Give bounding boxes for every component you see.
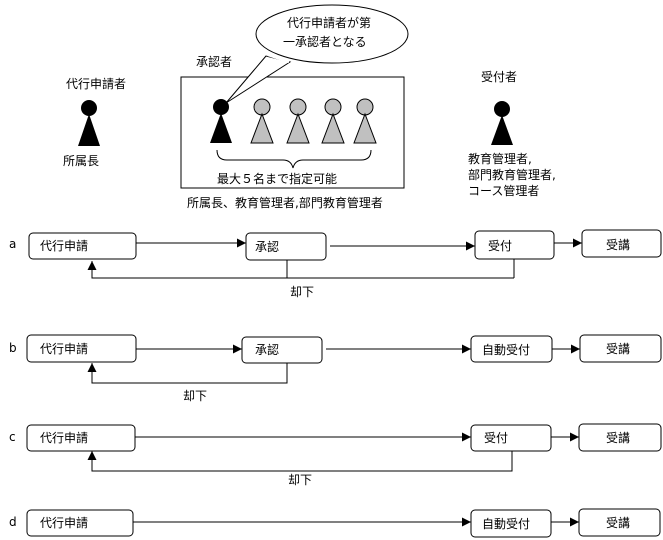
- flow-c: c 代行申請 受付 受講 却下: [9, 423, 662, 487]
- accept-box: [474, 230, 555, 260]
- approve-label: 承認: [255, 342, 279, 357]
- approver-person-icon-1: [210, 99, 232, 143]
- approver-roles: 所属長、教育管理者,部門教育管理者: [187, 195, 383, 210]
- approver-person-icon-5: [353, 98, 377, 144]
- attend-label: 受講: [606, 430, 630, 445]
- approve-box: [241, 336, 323, 364]
- approver-person-icon-4: [321, 98, 345, 144]
- proxy-applicant-role: 所属長: [63, 154, 99, 168]
- apply-label: 代行申請: [40, 516, 88, 530]
- reject-arrow-from-approve: [87, 260, 288, 279]
- receiver-role-3: コース管理者: [468, 183, 539, 198]
- accept-label: 受付: [484, 431, 508, 445]
- receiver-title: 受付者: [481, 70, 517, 84]
- attend-label: 受講: [606, 237, 630, 252]
- reject-label: 却下: [290, 285, 314, 299]
- attend-box: [581, 229, 662, 258]
- approver-title: 承認者: [196, 54, 232, 69]
- accept-label: 受付: [488, 239, 512, 253]
- flow-letter: c: [9, 430, 16, 444]
- flow-letter: b: [9, 341, 17, 355]
- approver-person-icon-3: [286, 98, 310, 144]
- flow-a: a 代行申請 承認 受付 受講 却下: [9, 229, 662, 299]
- accept-box: [470, 424, 552, 452]
- attend-box: [578, 508, 661, 537]
- reject-arrow-from-accept: [87, 451, 513, 472]
- receiver-role-2: 部門教育管理者,: [468, 167, 556, 182]
- speech-bubble-line2: 一承認者となる: [283, 34, 367, 49]
- accept-label: 自動受付: [482, 343, 530, 357]
- apply-label: 代行申請: [40, 431, 88, 445]
- speech-bubble: [225, 4, 409, 104]
- approve-label: 承認: [255, 239, 279, 254]
- attend-box: [578, 423, 662, 452]
- approver-group-box: [180, 76, 405, 189]
- proxy-applicant-person-icon: [78, 100, 100, 146]
- receiver-person-icon: [491, 101, 513, 145]
- speech-bubble-line1: 代行申請者が第: [287, 15, 371, 30]
- apply-label: 代行申請: [40, 342, 88, 356]
- flow-d: d 代行申請 自動受付 受講: [9, 508, 661, 538]
- reject-label: 却下: [183, 389, 207, 403]
- approve-box: [245, 232, 327, 261]
- proxy-applicant-title: 代行申請者: [66, 77, 126, 91]
- attend-label: 受講: [606, 515, 630, 530]
- apply-box: [26, 509, 134, 537]
- apply-box: [28, 232, 137, 260]
- approver-person-icon-2: [250, 98, 274, 144]
- attend-box: [579, 334, 662, 363]
- accept-box: [470, 509, 552, 538]
- accept-label: 自動受付: [482, 517, 530, 531]
- flow-b: b 代行申請 承認 自動受付 受講 却下: [9, 334, 662, 403]
- flow-letter: d: [9, 515, 17, 529]
- attend-label: 受講: [606, 341, 630, 356]
- receiver-role-1: 教育管理者,: [468, 151, 532, 166]
- approver-brace: [216, 149, 372, 169]
- apply-box: [26, 424, 136, 452]
- apply-label: 代行申請: [40, 239, 88, 253]
- approver-note: 最大５名まで指定可能: [217, 171, 337, 186]
- flow-letter: a: [9, 237, 16, 251]
- reject-label: 却下: [288, 473, 312, 487]
- reject-arrow-from-approve: [87, 363, 288, 384]
